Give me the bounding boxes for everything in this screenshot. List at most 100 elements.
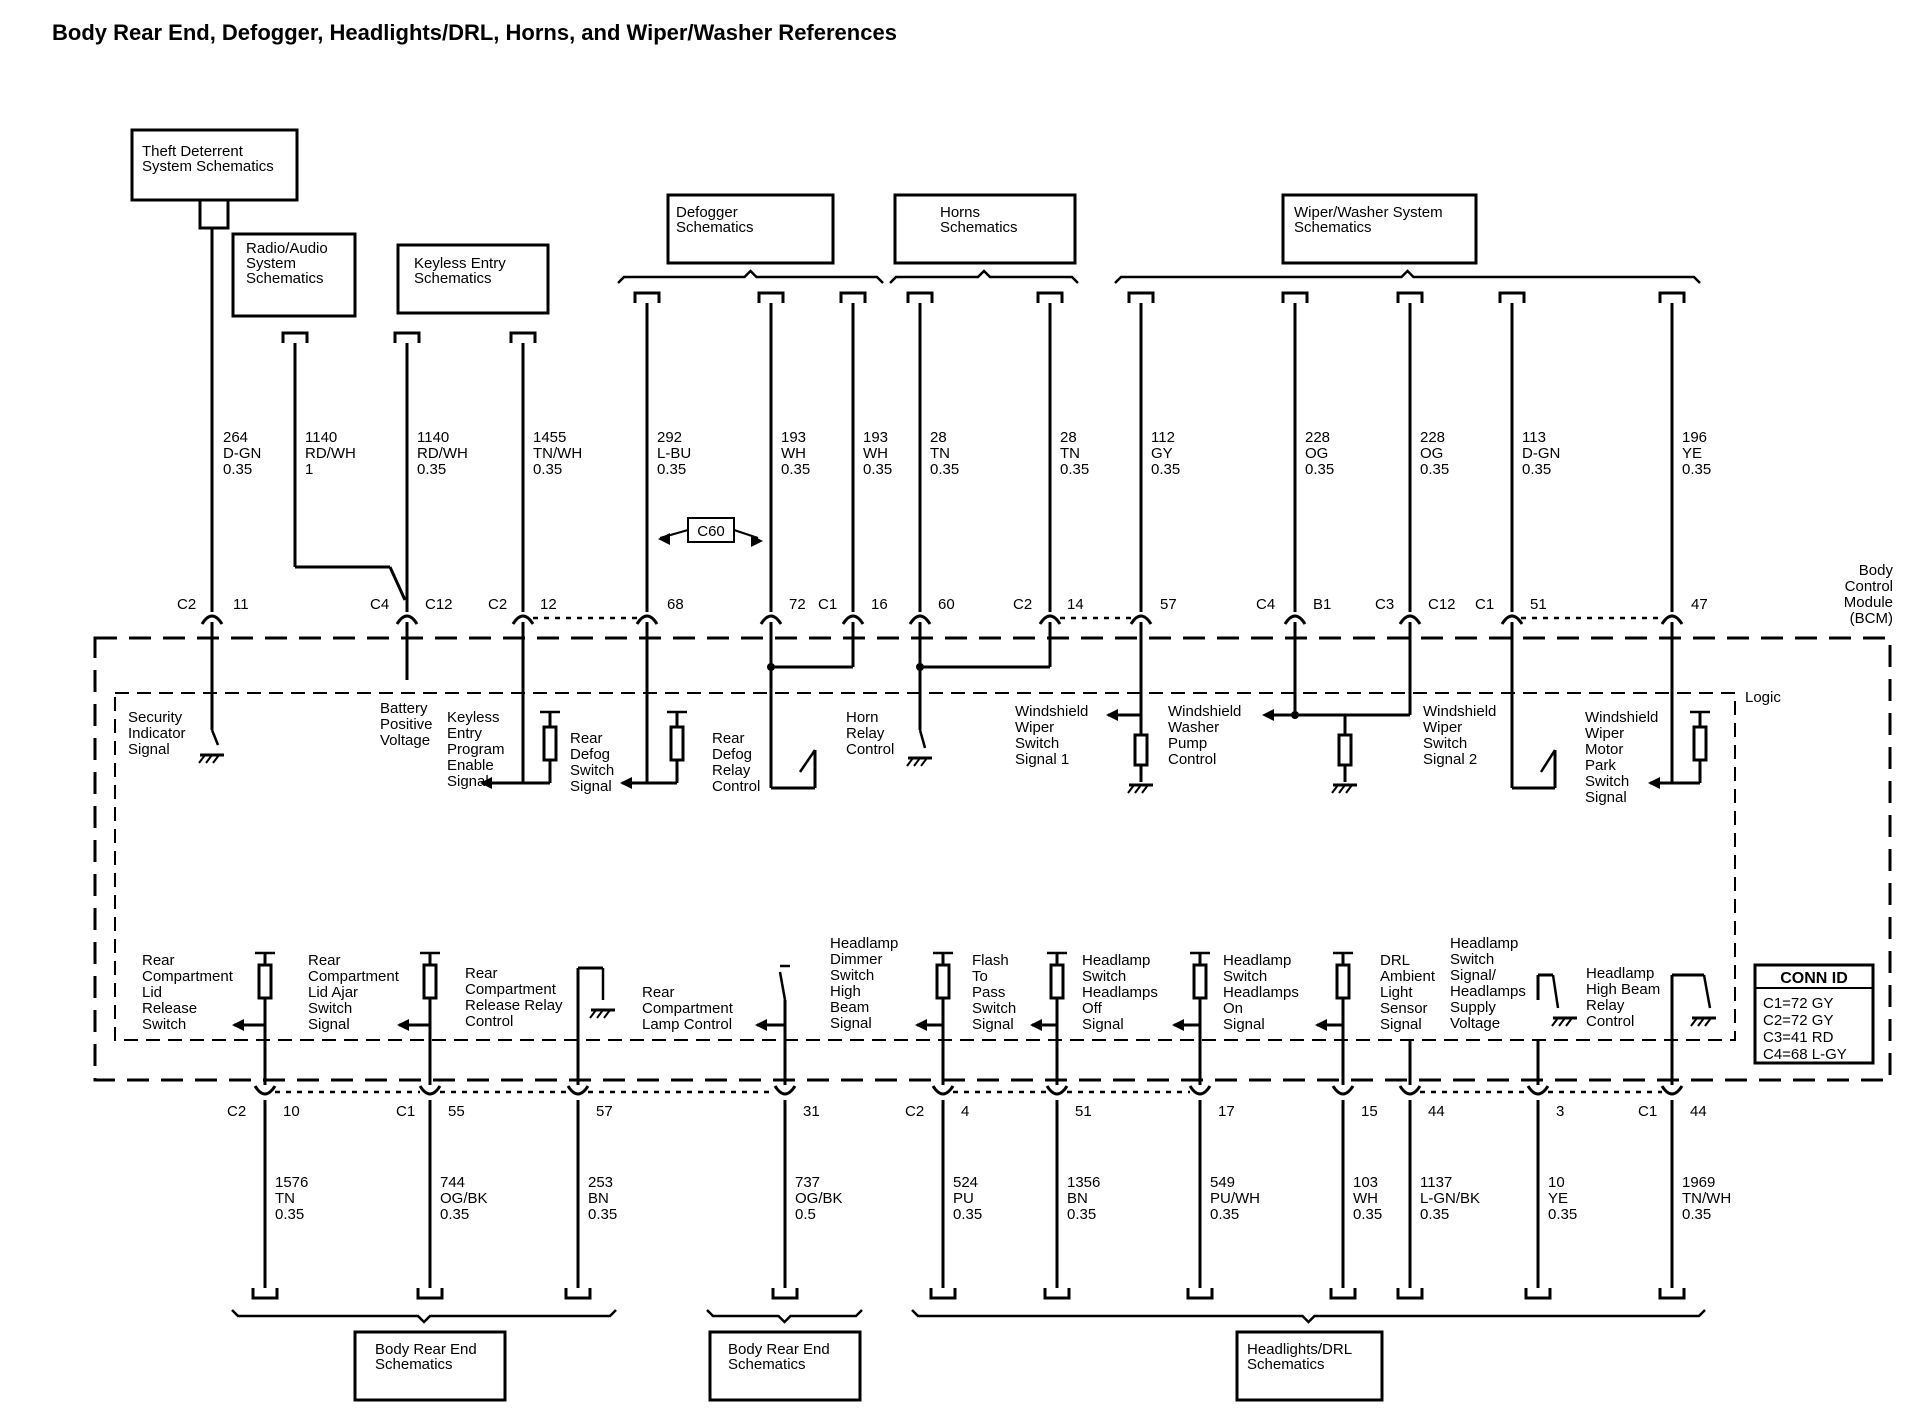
wire-label-b4: 737	[795, 1174, 820, 1191]
wire-label-t8: TN	[930, 445, 950, 462]
pin-label-t8: 60	[938, 596, 955, 613]
wire-label-b5: 524	[953, 1174, 978, 1191]
wire-label-t13: 0.35	[1522, 461, 1551, 478]
wire-label-b9: 1137	[1420, 1174, 1452, 1191]
function-label-washer: Pump	[1168, 735, 1207, 752]
wire-label-b3: 253	[588, 1174, 613, 1191]
function-label-dimmer: High	[830, 983, 861, 1000]
function-label-dimmer: Switch	[830, 967, 874, 984]
function-label-defog-relay: Relay	[712, 762, 751, 779]
body-rear-end-ref-box-1	[353, 1330, 507, 1402]
function-label-release-relay: Rear	[465, 965, 498, 982]
terminal	[757, 291, 785, 303]
wire-layer	[93, 128, 1892, 1402]
function-label-wiper-1: Windshield	[1015, 703, 1088, 720]
wire-label-b2: 744	[440, 1174, 465, 1191]
function-label-lid-release: Rear	[142, 952, 175, 969]
function-label-lid-ajar: Lid Ajar	[308, 984, 358, 1001]
resistor	[1133, 733, 1149, 767]
theft-deterrent-ref-box	[130, 128, 299, 202]
wiper-washer-ref-box-label: Schematics	[1294, 219, 1372, 236]
bcm-pin-t14	[1660, 614, 1684, 625]
function-label-dimmer: Signal	[830, 1015, 872, 1032]
arrow	[1172, 1019, 1184, 1031]
ground-symbol	[205, 754, 213, 764]
terminal	[251, 1288, 279, 1300]
switch	[1551, 974, 1560, 1009]
wire-label-b11: TN/WH	[1682, 1190, 1731, 1207]
bcm-pin-t11	[1283, 614, 1307, 625]
ground-symbol	[1141, 784, 1149, 794]
function-label-battery: Positive	[380, 716, 433, 733]
connector-label-t1: C2	[177, 596, 196, 613]
wire-label-t5: 0.35	[657, 461, 686, 478]
switch	[918, 729, 927, 749]
pin-label-t10: 57	[1160, 596, 1177, 613]
wire-label-b8: WH	[1353, 1190, 1378, 1207]
function-label-release-relay: Control	[465, 1013, 513, 1030]
ground-symbol	[906, 757, 914, 767]
arrow	[620, 777, 632, 789]
function-label-lid-ajar: Rear	[308, 952, 341, 969]
function-label-keyless: Enable	[447, 757, 494, 774]
pin-label-b4: 31	[803, 1103, 820, 1120]
bcm-pin-b5	[931, 1085, 955, 1096]
function-label-flash: To	[972, 968, 988, 985]
wire-label-t9: 0.35	[1060, 461, 1089, 478]
wire-label-t6: 193	[781, 429, 806, 446]
arrow	[232, 1019, 244, 1031]
ground-symbol	[1565, 1017, 1573, 1027]
function-label-lid-ajar: Compartment	[308, 968, 400, 985]
wire-1140-radio	[388, 566, 407, 601]
wire-label-t14: 0.35	[1682, 461, 1711, 478]
conn-id-box	[1753, 963, 1875, 1065]
wire-label-t4: 1455	[533, 429, 566, 446]
function-label-defog-relay: Rear	[712, 730, 745, 747]
ground-symbol	[1345, 784, 1353, 794]
wire-label-t14: 196	[1682, 429, 1707, 446]
function-label-park: Park	[1585, 757, 1616, 774]
function-label-keyless: Entry	[447, 725, 483, 742]
wire-label-t11: 228	[1305, 429, 1330, 446]
bcm-pin-b7	[1188, 1085, 1212, 1096]
wire-label-b9: L-GN/BK	[1420, 1190, 1480, 1207]
ground-symbol	[1697, 1017, 1705, 1027]
function-label-defog-switch: Rear	[570, 730, 603, 747]
resistor	[1335, 963, 1351, 1000]
connector-label-b5: C2	[905, 1103, 924, 1120]
wire-label-t9: 28	[1060, 429, 1077, 446]
wire-label-t1: 264	[223, 429, 248, 446]
wire-label-t13: D-GN	[1522, 445, 1560, 462]
wire-label-b7: 0.35	[1210, 1206, 1239, 1223]
function-label-hl-off: Headlamps	[1082, 984, 1158, 1001]
body-rear-harness-brace-1	[231, 1309, 617, 1324]
function-label-lid-release: Switch	[142, 1016, 186, 1033]
resistor	[1337, 733, 1353, 767]
conn-id-row: C2=72 GY	[1763, 1012, 1833, 1029]
function-label-park: Windshield	[1585, 709, 1658, 726]
function-label-hl-on: Signal	[1223, 1016, 1265, 1033]
resistor	[542, 725, 558, 762]
pin-label-b7: 17	[1218, 1103, 1235, 1120]
ground-symbol	[920, 757, 928, 767]
wire-label-t1: 0.35	[223, 461, 252, 478]
pin-label-t13: 51	[1530, 596, 1547, 613]
function-label-hl-on: On	[1223, 1000, 1243, 1017]
conn-id-row: C1=72 GY	[1763, 995, 1833, 1012]
bcm-pin-b2	[418, 1085, 442, 1096]
function-label-wiper-2: Switch	[1423, 735, 1467, 752]
bcm-pin-t7	[841, 614, 865, 625]
connector-label-t12: C3	[1375, 596, 1394, 613]
function-label-hb-relay: Control	[1586, 1013, 1634, 1030]
conn-id-row: C3=41 RD	[1763, 1029, 1834, 1046]
connector-label-t7: C1	[818, 596, 837, 613]
wire-label-t13: 113	[1522, 429, 1546, 446]
function-label-wiper-1: Switch	[1015, 735, 1059, 752]
switch	[798, 749, 817, 773]
theft-deterrent-ref-box-label: Theft Deterrent	[142, 143, 244, 160]
body-rear-end-ref-box-2-label: Schematics	[728, 1356, 806, 1373]
function-label-horn-relay: Relay	[846, 725, 885, 742]
function-label-security: Security	[128, 709, 183, 726]
terminal	[416, 1288, 444, 1300]
terminal	[1186, 1288, 1214, 1300]
